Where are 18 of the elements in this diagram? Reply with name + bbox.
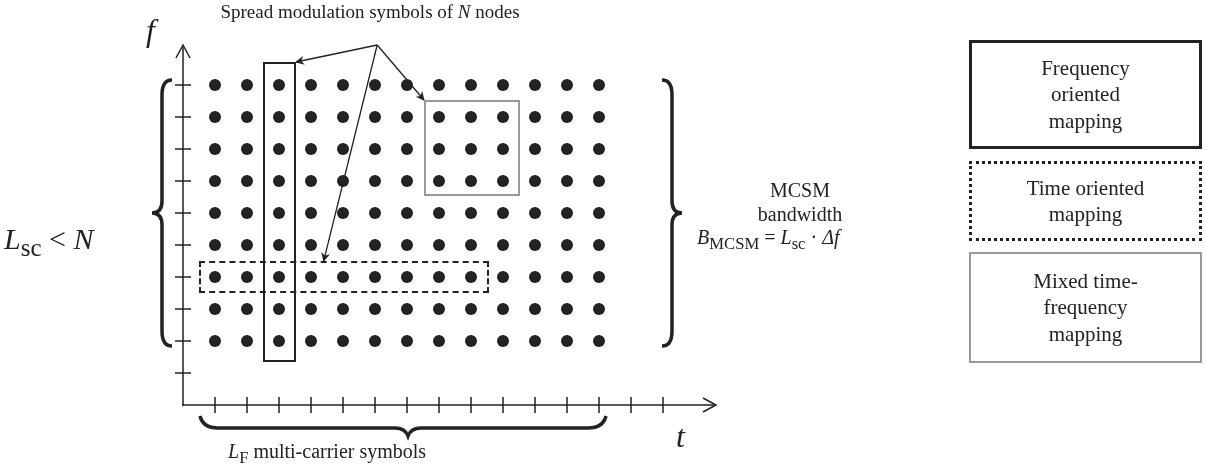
legend-box [969, 40, 1202, 149]
legend-box [969, 161, 1202, 241]
legend-box [969, 252, 1202, 363]
formula-label: B$_{MCSM}$ = L$_{sc}$ · Δf [697, 226, 840, 254]
row-frame [199, 261, 489, 293]
caption-text: Spread modulation symbols of N nodes [220, 0, 520, 24]
axis-caption: L$_{F}$ multi-carrier symbols [228, 440, 427, 468]
column-frame [263, 62, 296, 362]
square-frame [424, 100, 520, 196]
bandwidth-label: MCSM bandwidth [756, 178, 844, 226]
box-label: Frequency oriented mapping [1040, 55, 1131, 134]
arrow [376, 44, 425, 101]
arrow [321, 44, 378, 262]
formula-label: L$_{sc}$ < N [4, 222, 94, 262]
box-label: Mixed time-frequency mapping [1032, 268, 1139, 347]
axis-label: t [676, 418, 685, 455]
arrow [295, 44, 378, 65]
box-label: Time oriented mapping [1025, 174, 1146, 228]
